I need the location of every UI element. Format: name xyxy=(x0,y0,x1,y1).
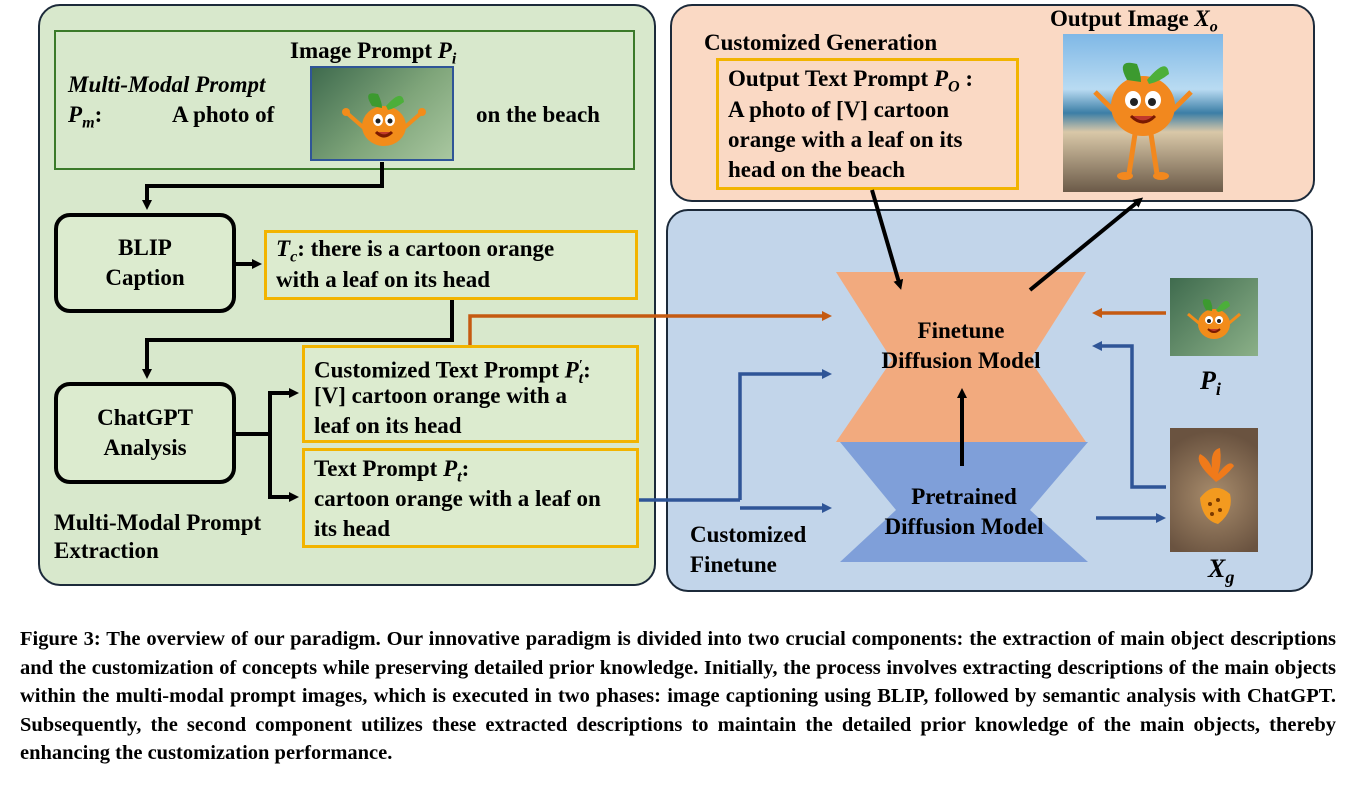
arrow-to-customized xyxy=(268,388,299,434)
extraction-label-1: Multi-Modal Prompt xyxy=(54,510,262,535)
arrow-to-text-prompt xyxy=(268,434,299,502)
customized-finetune-label-1: Customized xyxy=(690,522,807,547)
image-prompt-thumbnail xyxy=(310,66,454,161)
finetune-diffusion-shape xyxy=(836,272,1086,442)
customized-text-prompt-title: Customized Text Prompt P′t: xyxy=(314,357,591,388)
customized-finetune-label-2: Finetune xyxy=(690,552,777,577)
diagram-arrows xyxy=(142,162,1166,562)
pi-label: Pi xyxy=(1200,366,1221,400)
arrow-tc-to-finetune xyxy=(468,311,832,345)
customized-text-prompt-line3: leaf on its head xyxy=(314,413,462,438)
pretrained-diffusion-shape xyxy=(840,442,1088,562)
multimodal-prompt-box xyxy=(54,30,635,170)
xg-label: Xg xyxy=(1208,554,1235,588)
arrow-output-prompt-to-finetune xyxy=(870,189,904,290)
customized-text-prompt-box xyxy=(302,345,639,443)
on-the-beach-text: on the beach xyxy=(476,102,600,127)
xg-thumbnail xyxy=(1170,428,1258,552)
figure-caption: Figure 3: The overview of our paradigm. … xyxy=(20,628,1336,764)
text-prompt-title: Text Prompt Pt: xyxy=(314,456,470,486)
pm-label: Pm: xyxy=(68,102,103,132)
chatgpt-analysis-node: ChatGPT Analysis xyxy=(54,382,236,484)
extraction-label-2: Extraction xyxy=(54,538,159,563)
text-prompt-box xyxy=(302,448,639,548)
tc-caption-text: Tc: there is a cartoon orange xyxy=(276,236,555,266)
arrow-image-to-blip xyxy=(142,162,384,210)
a-photo-of-text: A photo of xyxy=(172,102,275,127)
arrow-finetune-to-output xyxy=(1028,197,1144,292)
output-text-prompt-line2: A photo of [V] cartoon xyxy=(728,97,950,122)
output-text-prompt-line4: head on the beach xyxy=(728,157,905,182)
tc-caption-text-2: with a leaf on its head xyxy=(276,267,491,292)
blip-caption-node: BLIP Caption xyxy=(54,213,236,313)
output-image-title: Output Image Xo xyxy=(1050,6,1218,36)
output-text-prompt-line3: orange with a leaf on its xyxy=(728,127,963,152)
finetune-model-label: Finetune Diffusion Model xyxy=(881,318,1041,373)
customized-text-prompt-line2: [V] cartoon orange with a xyxy=(314,383,567,408)
output-image-thumbnail xyxy=(1063,34,1223,192)
multimodal-prompt-label: Multi-Modal Prompt xyxy=(68,72,266,97)
pi-thumbnail xyxy=(1170,278,1258,356)
output-text-prompt-title: Output Text Prompt PO : xyxy=(728,66,974,96)
arrow-xg-to-finetune xyxy=(1092,341,1166,489)
output-text-prompt-box xyxy=(716,58,1019,190)
image-prompt-title: Image Prompt Pi xyxy=(290,38,457,68)
arrow-to-finetune-blue xyxy=(738,369,832,500)
text-prompt-line2: cartoon orange with a leaf on xyxy=(314,486,601,511)
tc-caption-box xyxy=(264,230,638,300)
text-prompt-line3: its head xyxy=(314,516,391,541)
customized-generation-title: Customized Generation xyxy=(704,30,938,55)
arrow-tc-to-chatgpt xyxy=(142,300,454,379)
pretrained-model-label: Pretrained Diffusion Model xyxy=(884,484,1044,539)
